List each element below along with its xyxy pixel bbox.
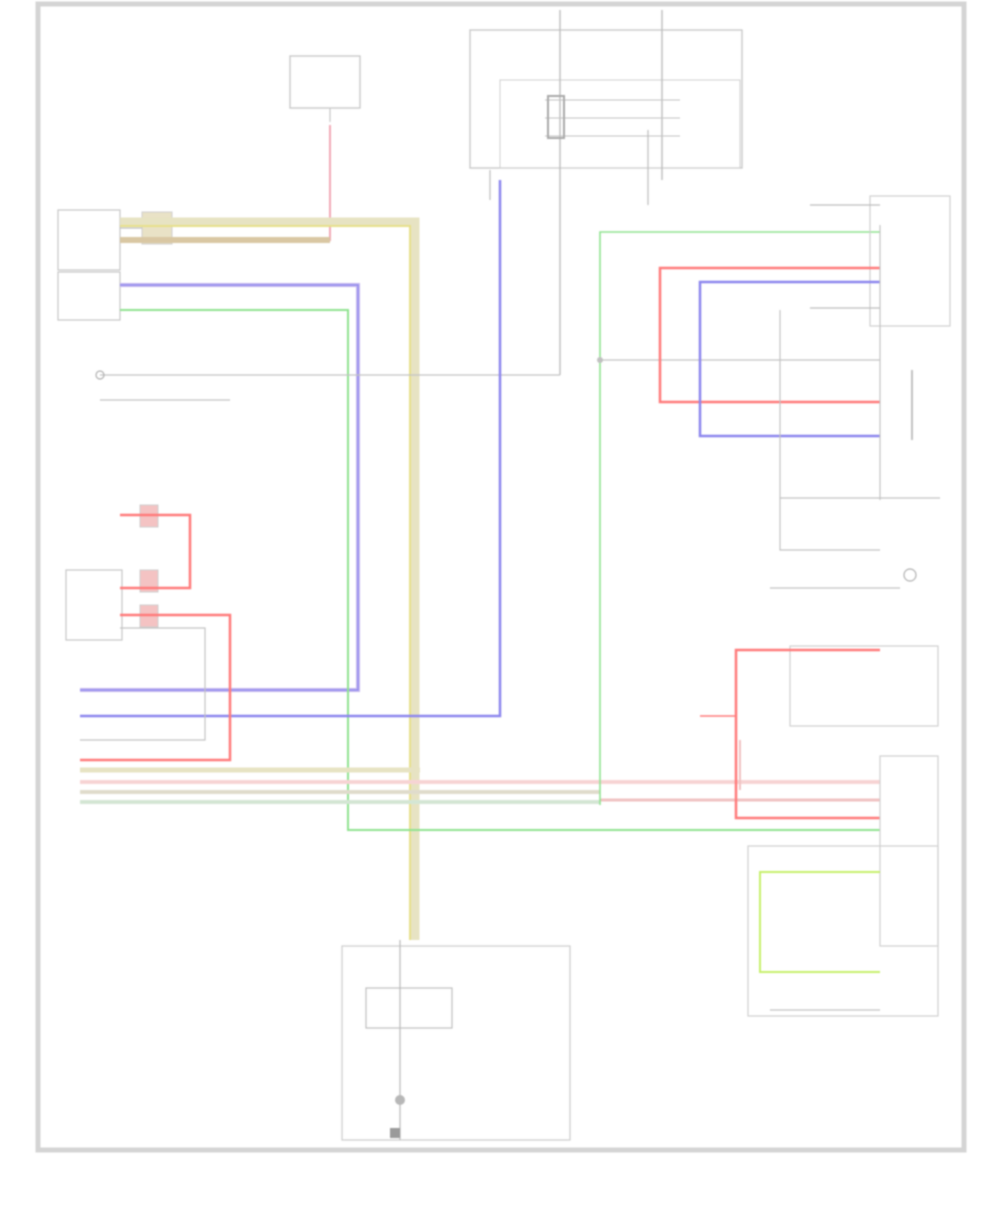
junction-block-box: [879, 755, 939, 947]
wire-green-left: [120, 309, 880, 831]
wire-red-left-1: [120, 513, 192, 590]
mirror-module-left-box: [65, 569, 123, 641]
wire-green-right: [599, 231, 880, 805]
fuse-top-box: [289, 55, 361, 109]
ground-module-box: [341, 945, 571, 1141]
mirror-control-right-box: [869, 195, 951, 327]
diagram-frame: [35, 1, 967, 1153]
wire-red-left-2: [80, 613, 232, 762]
wire-blue-center: [80, 180, 502, 718]
body-control-module-box: [747, 845, 939, 1017]
fuse-block-top-right: [469, 29, 743, 169]
door-switch-left-box: [57, 271, 121, 321]
ignition-switch-box: [57, 209, 121, 271]
wire-red-lower-right: [734, 648, 880, 820]
ground-icon: [390, 1128, 400, 1138]
relay-icon: [547, 95, 565, 139]
wire-blue-right: [698, 280, 880, 438]
wire-lightgreen: [759, 871, 880, 973]
wire-red-right: [658, 266, 880, 404]
power-window-switch-box: [789, 645, 939, 727]
wire-tan-harness: [120, 217, 420, 940]
wire-yellow: [120, 225, 411, 940]
